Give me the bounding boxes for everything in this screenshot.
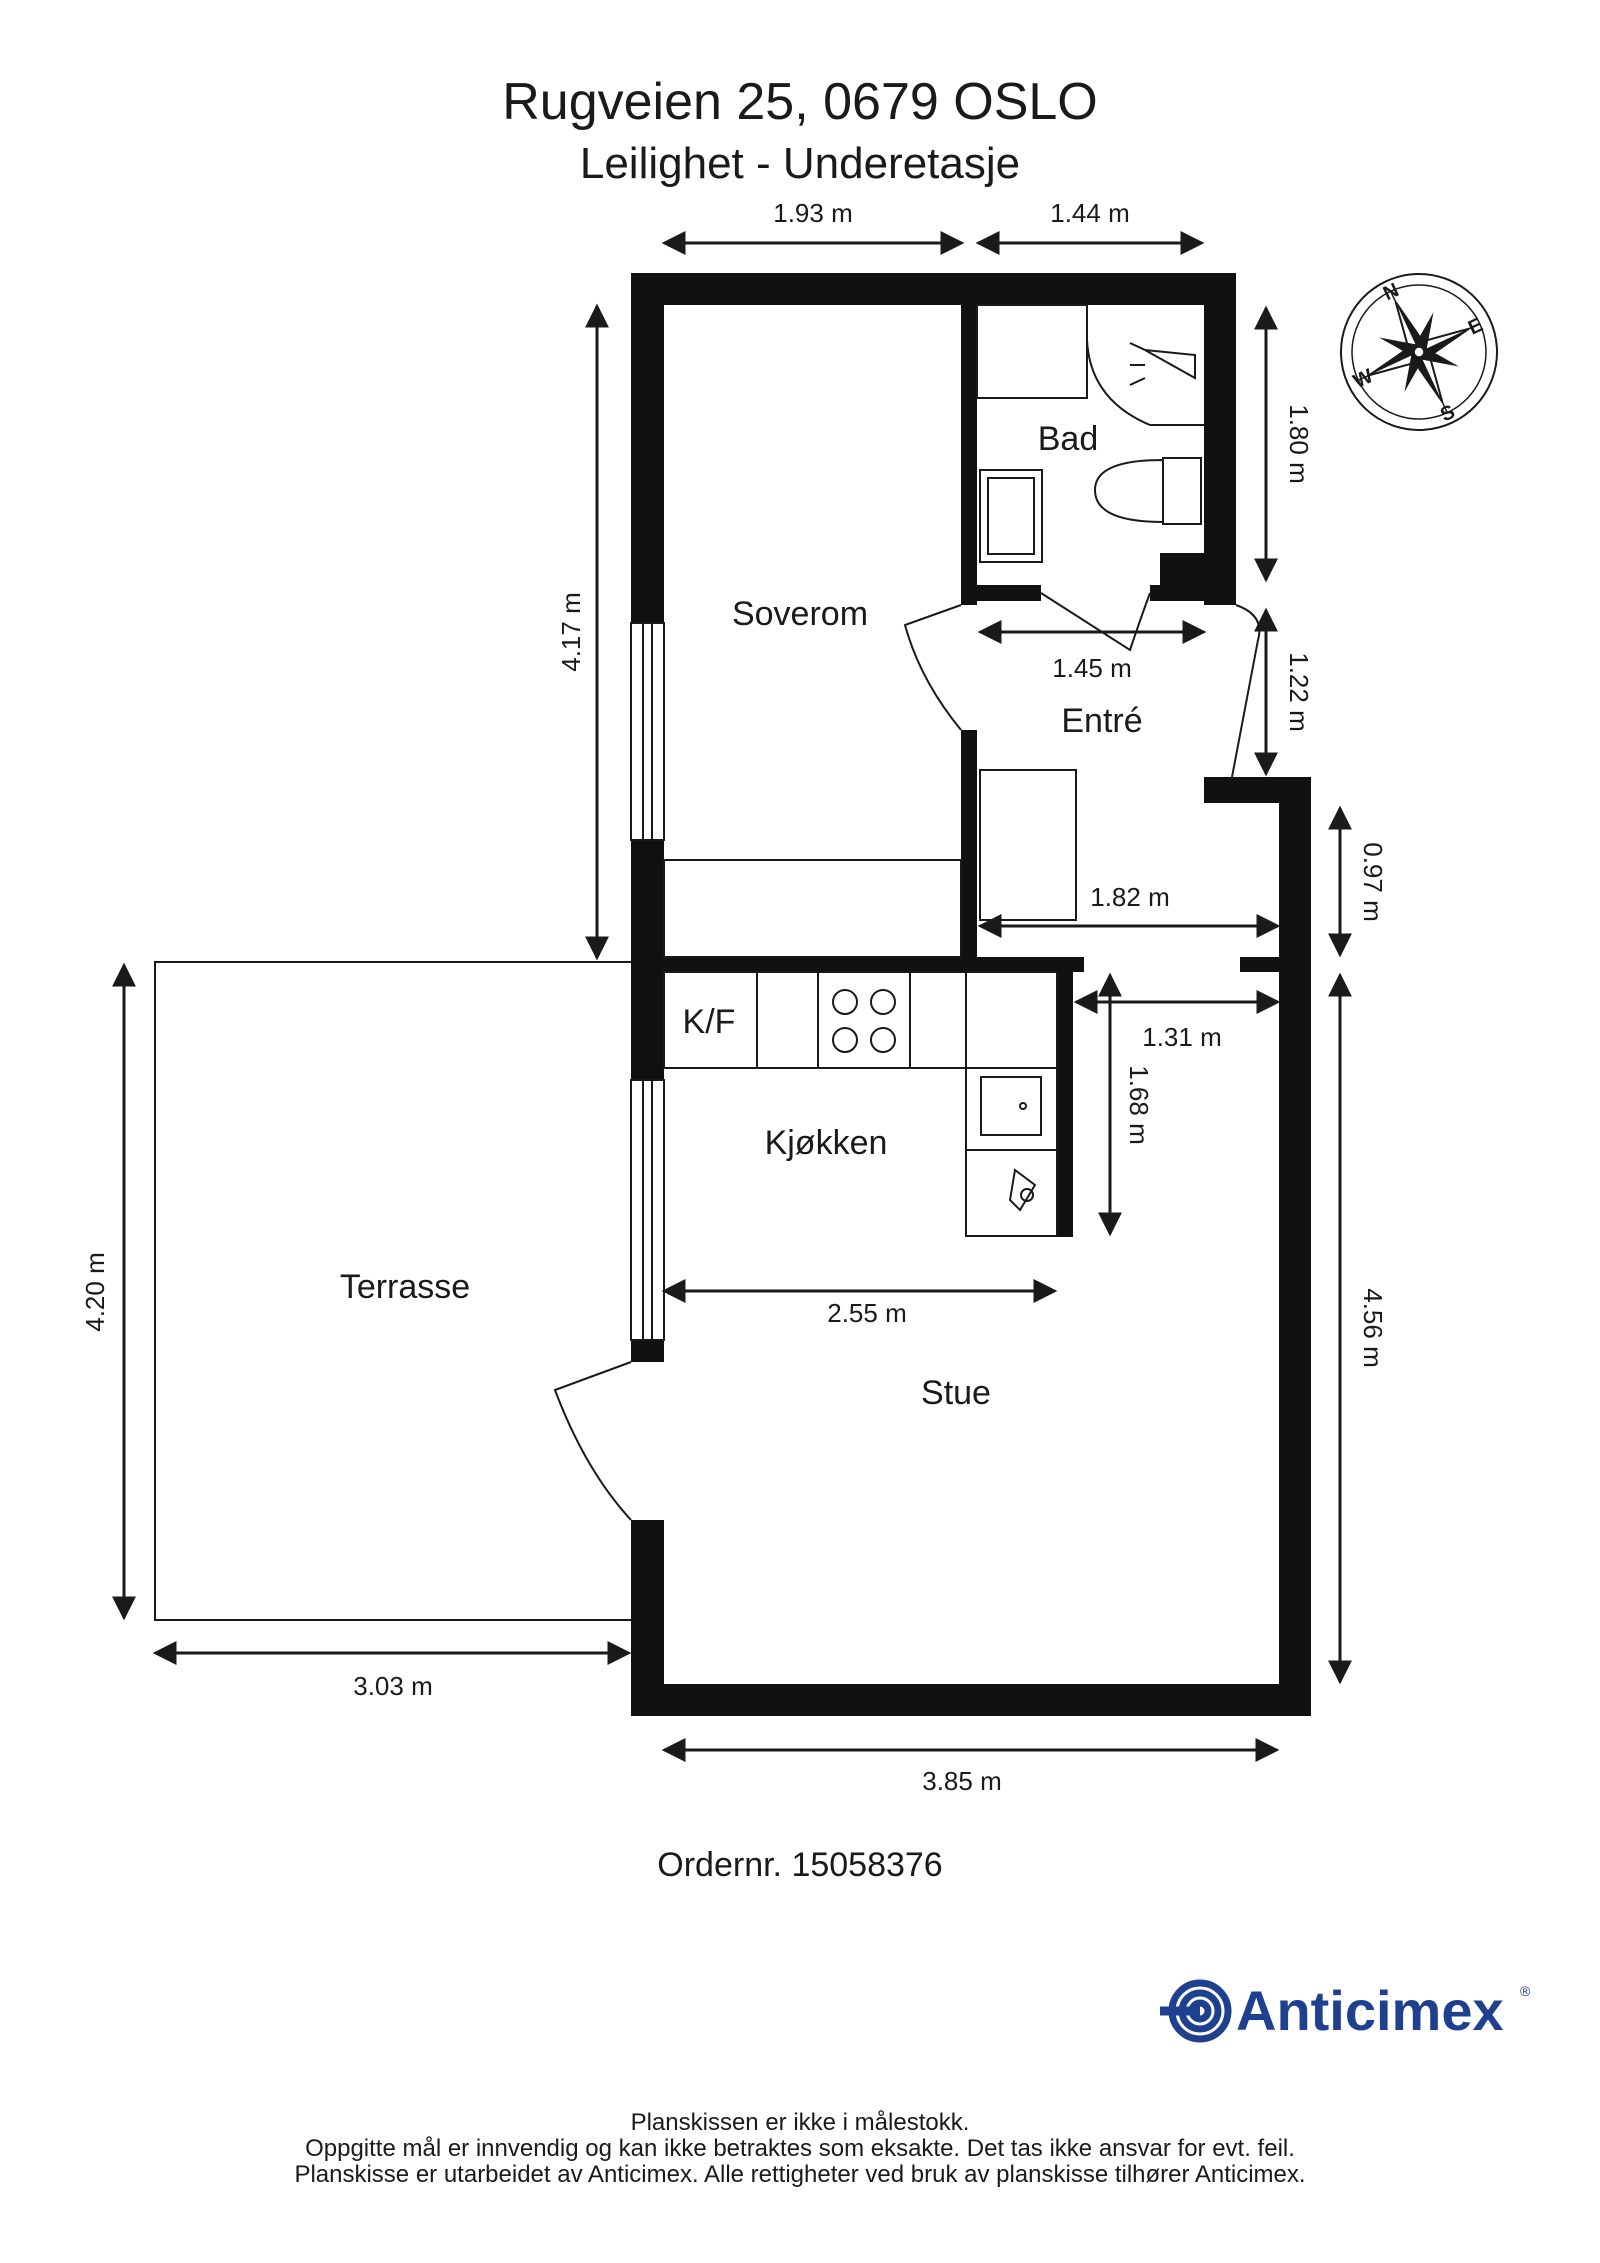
dim-entre-width: 1.82 m	[1090, 882, 1170, 912]
dim-bad-height: 1.80 m	[1284, 404, 1314, 484]
dimension-labels: 1.93 m 1.44 m 1.80 m 4.17 m 1.45 m 1.22 …	[80, 198, 1388, 1796]
toilet-bowl	[1093, 458, 1164, 524]
disclaimer-line: Planskissen er ikke i målestokk.	[630, 2109, 970, 2136]
bathroom-fixtures	[976, 304, 1204, 563]
room-kjokken: Kjøkken	[765, 1124, 888, 1162]
shower-head	[1144, 349, 1196, 380]
anticimex-logo-icon	[1160, 1979, 1232, 2043]
dim-small-height: 0.97 m	[1358, 842, 1388, 922]
dimension-lines	[112, 231, 1352, 1762]
dim-soverom-height: 4.17 m	[556, 592, 586, 672]
room-entre: Entré	[1061, 702, 1142, 740]
dim-kitchen-width: 2.55 m	[827, 1298, 907, 1328]
room-bad: Bad	[1038, 420, 1099, 458]
dim-bad-width: 1.45 m	[1052, 653, 1132, 683]
dim-entre-height: 1.22 m	[1284, 652, 1314, 732]
kitchen-counters	[663, 971, 1058, 1237]
terrace-outline	[154, 961, 631, 1621]
disclaimer: Planskissen er ikke i målestokk. Oppgitt…	[0, 2110, 1600, 2188]
room-soverom: Soverom	[732, 595, 868, 633]
hob-burner	[870, 1027, 896, 1053]
walls	[631, 273, 1311, 1716]
dim-kitchen-height: 1.68 m	[1124, 1065, 1154, 1145]
room-kf: K/F	[683, 1003, 736, 1041]
compass-e: E	[1465, 314, 1486, 340]
anticimex-logo-text: Anticimex	[1236, 1979, 1504, 2042]
dim-stue-width: 3.85 m	[922, 1766, 1002, 1796]
compass-n: N	[1380, 279, 1402, 305]
hob-burner	[832, 1027, 858, 1053]
compass-rose: N E S W	[1340, 273, 1498, 431]
dim-stue-height: 4.56 m	[1358, 1288, 1388, 1368]
room-labels: Bad Soverom Entré K/F Kjøkken Terrasse S…	[340, 420, 1143, 1412]
dim-top-left: 1.93 m	[773, 198, 853, 228]
anticimex-logo: Anticimex ®	[1160, 1979, 1531, 2043]
hob-burner	[870, 989, 896, 1015]
entre-cabinet	[979, 769, 1077, 921]
dim-terrace-height: 4.20 m	[80, 1252, 110, 1332]
address-title: Rugveien 25, 0679 OSLO	[502, 73, 1098, 131]
compass-s: S	[1437, 401, 1458, 427]
order-number: Ordernr. 15058376	[657, 1846, 943, 1884]
washer-box	[976, 304, 1088, 399]
shower-curve	[1086, 305, 1204, 426]
dim-kitchen-gap: 1.31 m	[1142, 1022, 1222, 1052]
room-stue: Stue	[921, 1374, 991, 1412]
kitchen-sink	[980, 1076, 1042, 1136]
disclaimer-line: Oppgitte mål er innvendig og kan ikke be…	[305, 2135, 1295, 2162]
hob-burner	[832, 989, 858, 1015]
registered-mark: ®	[1520, 1983, 1531, 1999]
floor-subtitle: Leilighet - Underetasje	[579, 139, 1021, 188]
soverom-wardrobe	[663, 859, 962, 958]
dim-top-right: 1.44 m	[1050, 198, 1130, 228]
toilet-tank	[1162, 457, 1202, 525]
tap-icon	[1008, 1168, 1037, 1212]
sink	[979, 469, 1043, 563]
dim-terrace-width: 3.03 m	[353, 1671, 433, 1701]
disclaimer-line: Planskisse er utarbeidet av Anticimex. A…	[294, 2161, 1306, 2188]
room-terrasse: Terrasse	[340, 1268, 470, 1306]
windows	[630, 622, 665, 1341]
